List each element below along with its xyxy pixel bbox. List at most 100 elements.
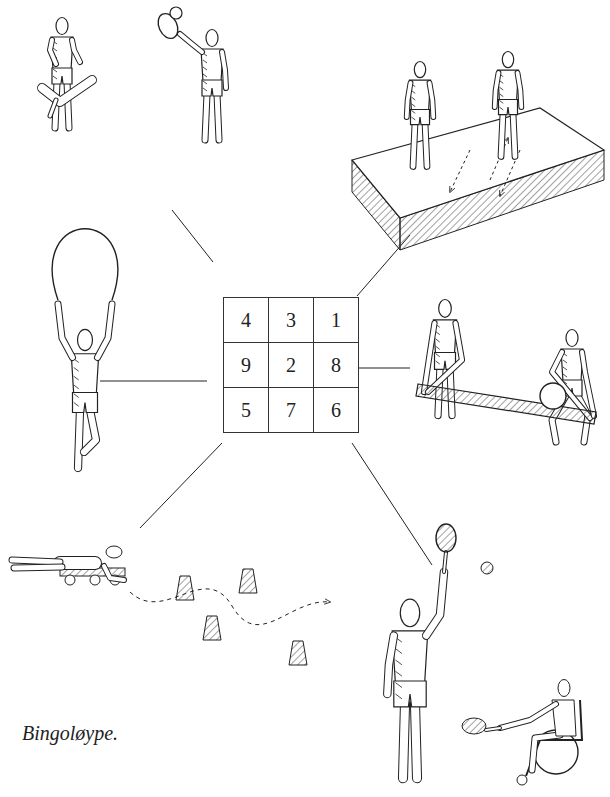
cell-number: 1 <box>331 309 341 332</box>
shorts <box>73 393 98 413</box>
platform-figures <box>352 52 604 250</box>
racket <box>436 524 456 552</box>
head <box>106 546 122 558</box>
limb-fill <box>205 94 207 140</box>
head <box>414 62 425 78</box>
limb-fill <box>14 567 62 568</box>
limb-fill <box>50 40 56 64</box>
limb-outline <box>444 552 446 572</box>
grid-cell: 3 <box>268 297 314 343</box>
cone <box>176 576 194 600</box>
shading <box>74 368 79 372</box>
limb-outline <box>426 572 444 636</box>
limb-fill <box>430 83 434 117</box>
head <box>56 18 68 35</box>
leader-lines <box>100 210 432 565</box>
shading <box>499 100 503 103</box>
racket <box>462 718 486 734</box>
head <box>206 30 218 47</box>
limb-fill <box>444 552 446 572</box>
limb-fill <box>217 94 219 140</box>
shading <box>499 107 503 110</box>
shading <box>436 339 440 342</box>
limb-fill <box>415 704 417 779</box>
limb-outline <box>425 123 427 167</box>
path-arrow <box>130 589 330 625</box>
ball <box>540 383 566 409</box>
limb-outline <box>205 94 207 140</box>
wheel <box>517 775 527 785</box>
limb-outline <box>222 52 226 88</box>
shading <box>499 94 503 97</box>
shading <box>395 649 401 654</box>
cell-number: 4 <box>241 309 251 332</box>
path-arrow <box>450 150 470 192</box>
limb-outline <box>58 304 73 358</box>
head <box>566 330 578 347</box>
shading <box>395 694 401 699</box>
limb-fill <box>425 123 427 167</box>
bar <box>416 384 596 424</box>
limb-fill <box>582 352 594 416</box>
limb-fill <box>98 304 113 358</box>
rope <box>52 229 118 300</box>
limb-outline <box>518 73 522 107</box>
shading <box>203 81 207 84</box>
leader-line <box>172 210 213 262</box>
limb-fill <box>42 80 92 102</box>
limb-outline <box>582 352 594 416</box>
limb-outline <box>387 636 393 694</box>
limb-fill <box>486 728 500 730</box>
head <box>502 52 513 68</box>
shading <box>203 74 207 77</box>
limb-fill <box>532 735 560 770</box>
shading <box>203 67 207 70</box>
limb-fill <box>513 113 515 157</box>
limb-outline <box>50 100 56 116</box>
cell-number: 8 <box>331 354 341 377</box>
shading <box>563 360 567 363</box>
limb-fill <box>518 73 522 107</box>
head <box>400 599 419 627</box>
limb-outline <box>486 728 500 730</box>
grid-cell: 4 <box>223 297 269 343</box>
limb-fill <box>424 323 435 392</box>
chair-frame <box>526 700 582 776</box>
head <box>439 299 452 317</box>
limb-outline <box>42 80 92 102</box>
limb-outline <box>104 566 124 580</box>
head <box>558 680 570 697</box>
grid-cell: 6 <box>313 387 359 433</box>
grid-cell: 2 <box>268 342 314 388</box>
wheel <box>90 575 100 585</box>
grid-cell: 7 <box>268 387 314 433</box>
cell-number: 5 <box>241 399 251 422</box>
limb-outline <box>98 304 113 358</box>
scooter-figure <box>12 546 330 665</box>
limb-outline <box>424 323 435 392</box>
shading <box>203 60 207 63</box>
limb-fill <box>78 410 80 468</box>
limb-fill <box>180 34 202 52</box>
shading <box>436 361 440 364</box>
limb-fill <box>407 83 411 117</box>
grid-cell: 1 <box>313 297 359 343</box>
limb-fill <box>84 410 96 452</box>
shading <box>411 97 415 100</box>
shading <box>436 354 440 357</box>
limb-outline <box>84 410 96 452</box>
limb-fill <box>495 73 499 107</box>
bar-ball-figures <box>416 299 596 442</box>
shading <box>411 117 415 120</box>
limb-fill <box>58 304 73 358</box>
shorts <box>52 68 72 84</box>
limb-fill <box>104 566 124 580</box>
caption: Bingoløype. <box>22 722 118 745</box>
tennis-figure <box>387 524 493 778</box>
shorts <box>499 100 518 115</box>
limb-fill <box>12 560 60 562</box>
cone <box>239 569 257 593</box>
shading <box>74 394 79 398</box>
limb-fill <box>501 113 503 157</box>
